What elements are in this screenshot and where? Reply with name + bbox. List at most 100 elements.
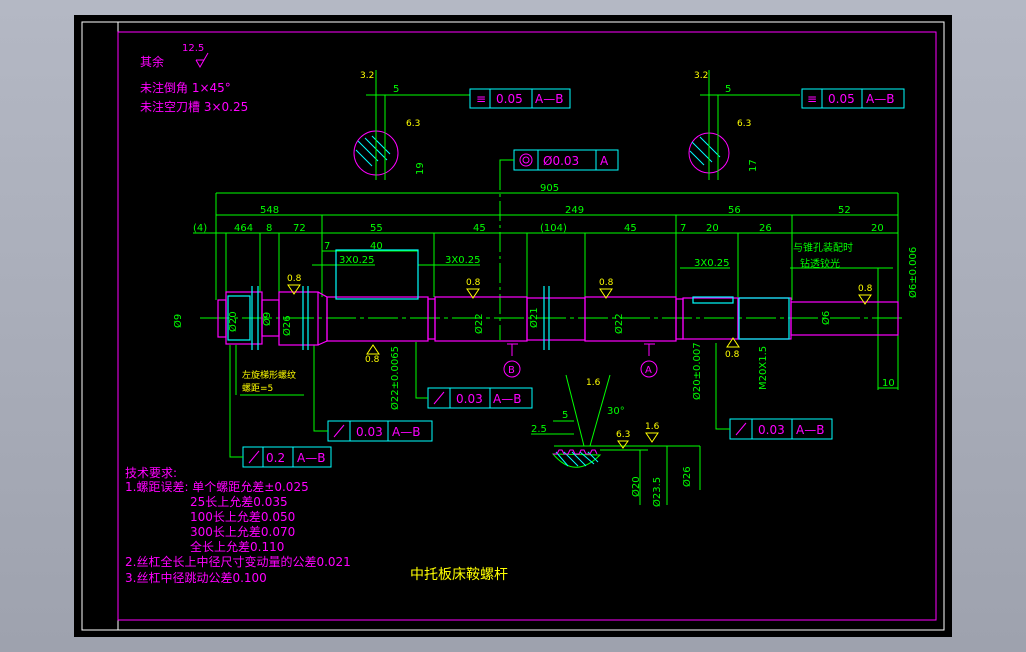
svg-text:与锥孔装配时: 与锥孔装配时 <box>793 241 853 254</box>
svg-text:464: 464 <box>234 223 253 234</box>
svg-text:0.8: 0.8 <box>599 278 614 288</box>
svg-text:0.8: 0.8 <box>466 278 481 288</box>
svg-text:0.8: 0.8 <box>725 350 740 360</box>
datum-a: A <box>640 343 658 378</box>
tolerance-frame: 0.03 A—B <box>715 343 833 440</box>
svg-text:6.3: 6.3 <box>616 430 630 440</box>
svg-text:55: 55 <box>370 223 383 234</box>
dim-548: 548 <box>260 205 279 216</box>
tolerance-frame: ≡ 0.05 A—B <box>801 88 905 109</box>
svg-text:钻透铰光: 钻透铰光 <box>800 257 840 270</box>
inner-frame <box>117 31 937 621</box>
svg-text:Ø22±0.0065: Ø22±0.0065 <box>389 346 401 410</box>
svg-text:45: 45 <box>473 223 486 234</box>
svg-text:Ø0.03: Ø0.03 <box>543 154 579 168</box>
svg-text:0.05: 0.05 <box>496 92 523 106</box>
dim-905: 905 <box>540 183 559 194</box>
svg-text:300长上允差0.070: 300长上允差0.070 <box>190 524 295 539</box>
roughness-other-label: 其余 <box>140 54 164 69</box>
svg-text:A—B: A—B <box>866 92 894 106</box>
svg-text:100长上允差0.050: 100长上允差0.050 <box>190 509 295 524</box>
thread-profile-detail: 5 2.5 30° 6.3 1.6 1.6 Ø20 Ø23.5 Ø26 <box>531 374 701 507</box>
section-right-depth: 17 <box>748 159 759 172</box>
svg-text:A—B: A—B <box>392 425 420 439</box>
svg-text:30°: 30° <box>607 406 625 417</box>
svg-text:Ø26: Ø26 <box>281 315 293 336</box>
groove-note: 未注空刀槽 3×0.25 <box>140 99 248 114</box>
svg-text:3X0.25: 3X0.25 <box>445 255 480 266</box>
outer-frame <box>81 21 945 631</box>
svg-text:72: 72 <box>293 223 306 234</box>
svg-text:Ø22: Ø22 <box>473 313 485 334</box>
svg-text:1.6: 1.6 <box>645 422 660 432</box>
svg-text:全长上允差0.110: 全长上允差0.110 <box>190 539 284 554</box>
svg-text:2.丝杠全长上中径尺寸变动量的公差0.021: 2.丝杠全长上中径尺寸变动量的公差0.021 <box>125 554 351 569</box>
section-left-width: 5 <box>393 84 399 95</box>
svg-text:0.03: 0.03 <box>456 392 483 406</box>
tolerance-frame: Ø0.03 A <box>499 149 619 188</box>
svg-text:≡: ≡ <box>807 92 817 106</box>
svg-text:20: 20 <box>706 223 719 234</box>
technical-requirements: 技术要求: 1.螺距误差: 单个螺距允差±0.025 25长上允差0.035 1… <box>125 466 351 585</box>
svg-text:3X0.25: 3X0.25 <box>339 255 374 266</box>
dim-52: 52 <box>838 205 851 216</box>
svg-text:M20X1.5: M20X1.5 <box>758 346 769 390</box>
tolerance-frame: 0.03 A—B <box>415 342 533 409</box>
svg-text:7: 7 <box>680 223 686 234</box>
svg-text:Ø20: Ø20 <box>630 476 642 497</box>
section-view-left: 5 19 3.2 6.3 <box>353 70 470 180</box>
roughness-marks: 0.8 0.8 0.8 0.8 0.8 0.8 <box>287 274 873 365</box>
svg-text:0.8: 0.8 <box>287 274 302 284</box>
svg-text:2.5: 2.5 <box>531 424 547 435</box>
svg-text:0.03: 0.03 <box>356 425 383 439</box>
roughness-label: 3.2 <box>360 71 374 81</box>
svg-text:B: B <box>508 365 515 376</box>
chamfer-note: 未注倒角 1×45° <box>140 80 231 95</box>
svg-text:螺距=5: 螺距=5 <box>242 383 273 394</box>
datum-b: B <box>503 343 521 378</box>
dimension-lines <box>193 170 905 390</box>
svg-text:0.03: 0.03 <box>758 423 785 437</box>
tolerance-frame: 0.2 A—B <box>229 345 332 468</box>
cad-drawing: 其余 12.5 未注倒角 1×45° 未注空刀槽 3×0.25 5 19 3.2… <box>81 21 945 631</box>
drawing-title: 中托板床鞍螺杆 <box>410 567 508 583</box>
tolerance-frame: ≡ 0.05 A—B <box>469 88 571 109</box>
roughness-icon <box>195 52 209 69</box>
svg-text:0.8: 0.8 <box>858 284 873 294</box>
svg-text:10: 10 <box>882 378 895 389</box>
svg-text:Ø6: Ø6 <box>820 311 832 325</box>
section-right-width: 5 <box>725 84 731 95</box>
svg-text:A—B: A—B <box>535 92 563 106</box>
svg-text:Ø9: Ø9 <box>172 314 184 328</box>
svg-text:7: 7 <box>324 241 330 252</box>
svg-text:Ø6±0.006: Ø6±0.006 <box>907 247 919 298</box>
svg-text:≡: ≡ <box>476 92 486 106</box>
svg-text:A: A <box>600 154 609 168</box>
svg-text:8: 8 <box>266 223 272 234</box>
svg-text:3.丝杠中径跳动公差0.100: 3.丝杠中径跳动公差0.100 <box>125 570 267 585</box>
drawing-sheet: 其余 12.5 未注倒角 1×45° 未注空刀槽 3×0.25 5 19 3.2… <box>74 15 952 637</box>
svg-text:Ø9: Ø9 <box>261 312 273 326</box>
svg-text:A—B: A—B <box>493 392 521 406</box>
svg-text:0.8: 0.8 <box>365 355 380 365</box>
svg-text:45: 45 <box>624 223 637 234</box>
thread-note: 左旋梯形螺纹 螺距=5 <box>235 345 304 396</box>
svg-text:技术要求:: 技术要求: <box>125 466 177 480</box>
svg-text:40: 40 <box>370 241 383 252</box>
svg-text:26: 26 <box>759 223 772 234</box>
roughness-label: 6.3 <box>406 119 420 129</box>
svg-text:20: 20 <box>871 223 884 234</box>
svg-text:(104): (104) <box>540 223 567 234</box>
svg-text:(4): (4) <box>193 223 207 234</box>
dim-249: 249 <box>565 205 584 216</box>
svg-text:5: 5 <box>562 410 568 421</box>
dim-56: 56 <box>728 205 741 216</box>
svg-text:A—B: A—B <box>796 423 824 437</box>
svg-text:左旋梯形螺纹: 左旋梯形螺纹 <box>242 369 296 381</box>
section-view-right: 5 17 3.2 6.3 <box>688 70 800 180</box>
svg-text:A—B: A—B <box>297 451 325 465</box>
svg-text:0.2: 0.2 <box>266 451 285 465</box>
svg-text:Ø20±0.007: Ø20±0.007 <box>691 342 703 400</box>
svg-text:0.05: 0.05 <box>828 92 855 106</box>
svg-text:25长上允差0.035: 25长上允差0.035 <box>190 494 288 509</box>
